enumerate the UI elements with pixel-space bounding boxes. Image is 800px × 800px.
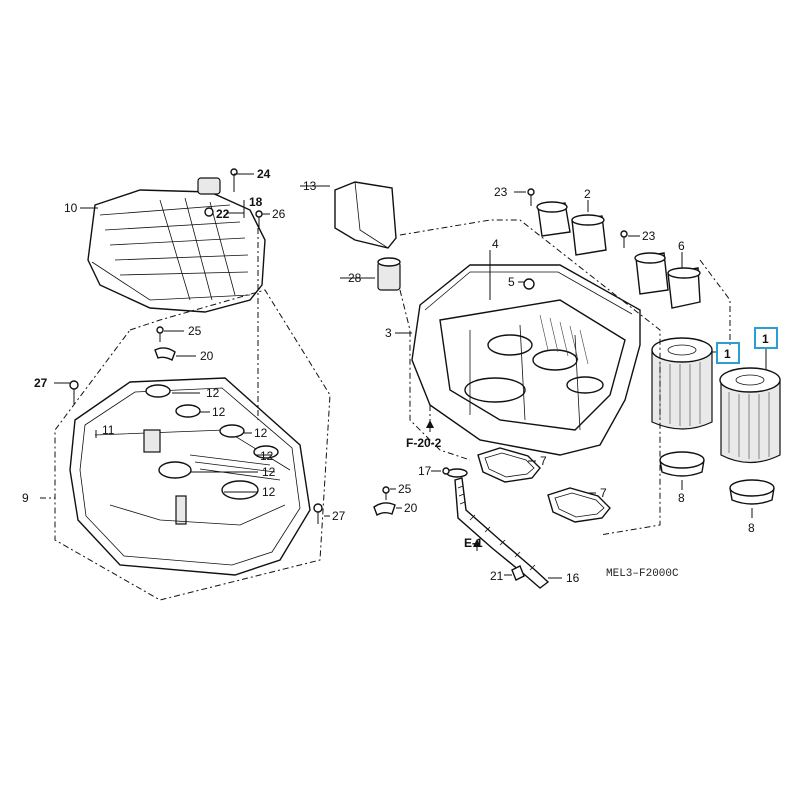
label-part-25-upper: 25 — [188, 324, 202, 338]
label-part-11: 11 — [102, 423, 115, 437]
breather-hose-part — [442, 467, 550, 589]
label-part-16: 16 — [566, 571, 580, 585]
label-part-24: 24 — [257, 167, 271, 181]
label-part-20-lower: 20 — [404, 501, 418, 515]
label-part-12-e: 12 — [262, 465, 276, 479]
label-part-9: 9 — [22, 491, 29, 505]
label-part-12-a: 12 — [206, 386, 220, 400]
label-part-23-upper: 23 — [494, 185, 508, 199]
clamp-lower-part — [373, 486, 396, 517]
label-part-17: 17 — [418, 464, 432, 478]
assembly-boundaries — [40, 219, 731, 601]
label-part-18: 18 — [249, 195, 263, 209]
air-cleaner-case-part — [411, 264, 641, 456]
label-part-8-b: 8 — [748, 521, 755, 535]
label-part-4: 4 — [492, 237, 499, 251]
label-part-3: 3 — [385, 326, 392, 340]
label-part-12-d: 12 — [260, 449, 274, 463]
ref-f-20-2: F-20-2 — [406, 436, 442, 450]
ref-e-1: E-1 — [464, 536, 483, 550]
leader-lines — [54, 173, 767, 579]
label-part-27-right: 27 — [332, 509, 346, 523]
label-part-25-lower: 25 — [398, 482, 412, 496]
intake-funnel-6-part — [620, 230, 701, 309]
air-filter-element-a-part — [651, 337, 713, 430]
label-part-20-upper: 20 — [200, 349, 214, 363]
label-part-5: 5 — [508, 275, 515, 289]
label-part-8-a: 8 — [678, 491, 685, 505]
label-part-2: 2 — [584, 187, 591, 201]
label-part-26: 26 — [272, 207, 286, 221]
element-plate-part — [69, 377, 311, 576]
label-part-7-lower: 7 — [600, 486, 607, 500]
label-part-7-upper: 7 — [540, 454, 547, 468]
label-part-23-lower: 23 — [642, 229, 656, 243]
intake-funnel-2-part — [527, 188, 607, 256]
label-part-1-b: 1 — [762, 332, 769, 346]
air-funnel-part — [334, 181, 401, 291]
diagram-code: MEL3–F2000C — [606, 568, 679, 580]
filter-seal-b-part — [729, 479, 775, 505]
label-part-13: 13 — [303, 179, 317, 193]
label-part-22: 22 — [216, 207, 230, 221]
bolt-27-right-part — [313, 503, 323, 524]
label-part-21: 21 — [490, 569, 504, 583]
label-part-12-c: 12 — [254, 426, 268, 440]
gasket-7-lower-part — [547, 487, 611, 523]
reference-arrows — [426, 420, 481, 551]
part-1-highlight-box-a — [716, 342, 740, 364]
label-part-12-b: 12 — [212, 405, 226, 419]
clamp-upper-part — [154, 326, 176, 361]
air-cleaner-cover-part — [87, 189, 266, 313]
label-part-1-a: 1 — [724, 347, 731, 361]
bolt-27-left-part — [69, 380, 79, 404]
label-part-6: 6 — [678, 239, 685, 253]
label-part-27-left: 27 — [34, 376, 48, 390]
gasket-7-upper-part — [477, 447, 541, 483]
label-part-28: 28 — [348, 271, 362, 285]
label-part-10: 10 — [64, 201, 78, 215]
callout-labels: 10 24 18 22 26 25 20 27 11 9 12 12 12 12… — [22, 167, 778, 585]
part-1-highlight-box-b — [754, 327, 778, 349]
sensor-bracket-part — [197, 168, 263, 228]
label-part-12-f: 12 — [262, 485, 276, 499]
air-filter-element-b-part — [719, 367, 781, 464]
filter-seal-a-part — [659, 451, 705, 477]
